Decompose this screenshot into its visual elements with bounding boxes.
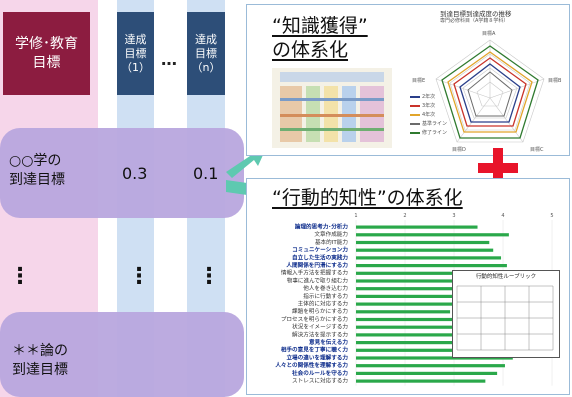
- curriculum-map-image: [272, 68, 392, 148]
- bar: [356, 371, 498, 375]
- row-band-1: [0, 128, 244, 218]
- bar: [356, 356, 513, 360]
- bar-label: 意見を伝える力: [309, 338, 348, 346]
- radar-axis-bottom-right: 目標C: [530, 147, 544, 153]
- bar-label: 物事に進んで取り組む力: [287, 276, 349, 284]
- bar: [356, 248, 494, 252]
- bar: [356, 279, 474, 283]
- bar-label: 文章作成能力: [314, 230, 348, 238]
- radar-subtitle: 専門必修科目（A学籍８学科）: [440, 18, 509, 24]
- axis-tick-label: 4: [501, 213, 504, 219]
- radar-legend-item: 修了ライン: [422, 130, 448, 136]
- bar-label: 主体的に対応する力: [298, 300, 349, 308]
- bar-label: 課題を明らかにする力: [292, 307, 348, 315]
- radar-legend-item: 2年次: [422, 94, 436, 100]
- radar-axis-right: 目標B: [548, 78, 562, 84]
- vertical-ellipsis-n: ⋮: [198, 264, 220, 289]
- axis-tick-label: 5: [550, 213, 553, 219]
- bar-label: 立場の違いを理解する力: [286, 353, 348, 361]
- axis-tick-label: 1: [354, 213, 357, 219]
- row3-goal-label: ＊＊論の 到達目標: [12, 343, 68, 378]
- header-achievement-goal-n: 達成 目標 （n）: [187, 12, 225, 95]
- rubric-table-title: 行動的知性ルーブリック: [475, 274, 537, 280]
- bar-label: 人間関係を円滑にする力: [285, 261, 348, 269]
- radar-axis-left: 目標E: [412, 78, 426, 84]
- rubric-grid: [456, 285, 554, 351]
- row1-value-1: 0.3: [122, 164, 148, 183]
- bar: [356, 287, 470, 291]
- axis-tick-label: 2: [403, 213, 406, 219]
- vertical-ellipsis-1: ⋮: [128, 264, 150, 289]
- bar-label: 基本的IT能力: [315, 238, 348, 246]
- header-ellipsis: …: [161, 50, 177, 69]
- bar-label: 相手の意見を丁寧に聴く力: [281, 346, 349, 354]
- radar-legend-item: 3年次: [422, 103, 436, 109]
- row1-goal-label: ○○学の 到達目標: [9, 153, 65, 188]
- row1-value-n: 0.1: [193, 164, 219, 183]
- bar: [356, 379, 486, 383]
- bar: [356, 233, 509, 237]
- radar-title: 到達目標到達成度の推移: [440, 10, 512, 18]
- bar-label: 解決方法を提示する力: [292, 330, 348, 338]
- knowledge-title: “知識獲得” の体系化: [272, 15, 368, 61]
- radar-legend: 2年次 3年次 4年次 基準ライン 修了ライン: [410, 92, 450, 137]
- radar-legend-item: 基準ライン: [422, 121, 448, 127]
- bar: [356, 348, 525, 352]
- bar: [356, 317, 458, 322]
- plus-sign: [478, 148, 518, 188]
- radar-legend-item: 4年次: [422, 112, 436, 118]
- bar-label: 指示に行動する力: [303, 292, 348, 300]
- row-band-3: [0, 312, 244, 397]
- bar-label: 社会のルールを守る力: [291, 369, 348, 377]
- bar: [356, 256, 502, 260]
- bar-label: 論理的思考力･分析力: [295, 223, 349, 231]
- bar: [356, 341, 517, 345]
- rubric-table: 行動的知性ルーブリック: [452, 270, 560, 358]
- bar: [356, 271, 484, 275]
- behavior-bar-chart: 1 2 3 4 5 論理的思考力･分析力文章作成能力基本的IT能力コミュニケーション力自立…: [274, 213, 554, 386]
- bar: [356, 240, 490, 245]
- radar-axis-top: 目標A: [482, 31, 496, 37]
- bar-label: ストレスに対応する力: [292, 377, 348, 385]
- bar: [356, 302, 464, 306]
- bar-label: 状況をイメージする力: [292, 323, 348, 331]
- vertical-ellipsis-goal: ⋮: [9, 264, 31, 289]
- bar: [356, 325, 466, 329]
- header-learning-goal: 学修･教育 目標: [3, 12, 90, 95]
- bar: [356, 225, 478, 229]
- bar-label: プロセスを明らかにする力: [281, 315, 349, 323]
- bar: [356, 294, 478, 298]
- radar-axis-bottom-left: 目標D: [452, 147, 466, 153]
- bar-label: コミュニケーション力: [292, 246, 348, 254]
- bar: [356, 264, 507, 268]
- radar-chart: [435, 39, 545, 143]
- bar-label: 他人を巻き込む力: [303, 284, 348, 292]
- axis-tick-label: 3: [452, 213, 455, 219]
- behavior-title: “行動的知性”の体系化: [272, 187, 463, 209]
- bar: [356, 310, 451, 314]
- bar: [356, 364, 505, 368]
- bar-label: 情報入手方法を把握する力: [281, 269, 349, 277]
- bar: [356, 333, 454, 337]
- bar-label: 人々との関係性を理解する力: [274, 361, 348, 369]
- header-achievement-goal-1: 達成 目標 （1）: [117, 12, 154, 95]
- bar-label: 自立した生活の実践力: [292, 253, 348, 261]
